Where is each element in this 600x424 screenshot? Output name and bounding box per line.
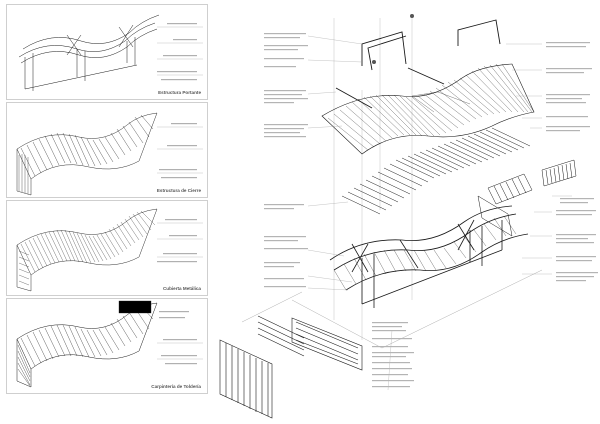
annotation-text-bars — [264, 33, 598, 388]
panel-title: Estructura de Cierre — [156, 188, 201, 193]
panel-estructura-portante: Estructura Portante — [6, 4, 208, 100]
panel-title: Cubierta Metálica — [162, 286, 201, 291]
panel-cubierta-metalica: Cubierta Metálica — [6, 200, 208, 296]
main-truss-structure — [329, 205, 529, 308]
panel-estructura-cierre: Estructura de Cierre — [6, 102, 208, 198]
exploded-axonometric — [219, 14, 598, 419]
node-marker-icon — [372, 60, 376, 64]
carpentry-panels — [219, 315, 363, 419]
closure-structure-drawing — [16, 112, 203, 196]
panel-carpinteria-tolderia: Carpintería de Toldería — [6, 298, 208, 394]
portal-frame-drawing — [18, 14, 203, 91]
portal-frame-group — [335, 19, 501, 109]
panel-title: Carpintería de Toldería — [151, 384, 201, 389]
roof-sheet-layer — [321, 63, 535, 155]
canopy-carpentry-drawing — [16, 300, 203, 388]
ground-plane — [241, 269, 543, 349]
metal-roof-drawing — [16, 208, 203, 292]
node-marker-icon — [410, 14, 414, 18]
panel-title: Estructura Portante — [158, 90, 201, 95]
callout-lines — [307, 35, 572, 391]
purlin-layer — [341, 127, 531, 215]
canopy-components — [477, 159, 577, 237]
